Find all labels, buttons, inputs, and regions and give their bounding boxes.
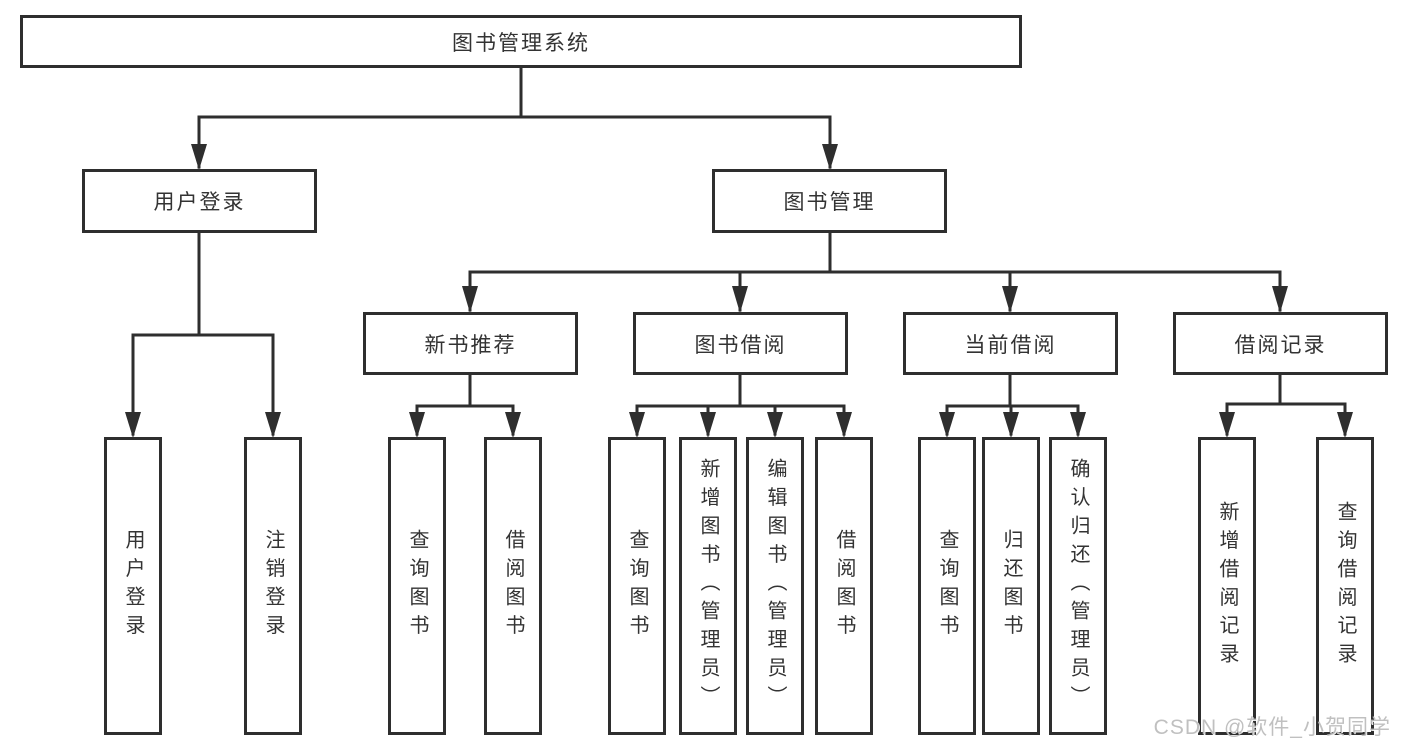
node-label: 查询图书 xyxy=(626,529,648,643)
connector-book-borrow-to-leaves xyxy=(635,373,846,436)
arrow-icon xyxy=(505,412,521,438)
node-label: 新增图书（管理员） xyxy=(697,458,719,714)
node-leaf-logout: 注销登录 xyxy=(244,437,302,735)
node-label: 新增借阅记录 xyxy=(1216,500,1238,672)
arrow-icon xyxy=(265,412,281,438)
node-leaf-query-books-1: 查询图书 xyxy=(388,437,446,735)
arrowheads xyxy=(125,144,1353,438)
node-leaf-query-books-3: 查询图书 xyxy=(918,437,976,735)
node-borrow-records: 借阅记录 xyxy=(1173,312,1388,375)
node-label: 借阅图书 xyxy=(502,529,524,643)
node-label: 借阅记录 xyxy=(1234,333,1327,357)
arrow-icon xyxy=(1337,412,1353,438)
arrow-icon xyxy=(1272,286,1288,313)
arrow-icon xyxy=(191,144,207,170)
connector-borrow-records-to-leaves xyxy=(1225,373,1347,436)
arrow-icon xyxy=(409,412,425,438)
node-label: 编辑图书（管理员） xyxy=(764,458,786,714)
node-root: 图书管理系统 xyxy=(20,15,1022,68)
node-label: 新书推荐 xyxy=(424,333,517,357)
node-leaf-borrow-books-2: 借阅图书 xyxy=(815,437,873,735)
arrow-icon xyxy=(836,412,852,438)
node-leaf-query-borrow-record: 查询借阅记录 xyxy=(1316,437,1374,735)
arrow-icon xyxy=(700,412,716,438)
connector-root-to-level2 xyxy=(197,66,832,169)
connector-new-books-to-leaves xyxy=(415,373,515,436)
connector-user-login-to-leaves xyxy=(131,231,275,436)
node-label: 当前借阅 xyxy=(964,333,1057,357)
node-leaf-confirm-return-admin: 确认归还（管理员） xyxy=(1049,437,1107,735)
node-leaf-borrow-books-1: 借阅图书 xyxy=(484,437,542,735)
arrow-icon xyxy=(1003,412,1019,438)
arrow-icon xyxy=(462,286,478,313)
node-label: 查询图书 xyxy=(406,529,428,643)
arrow-icon xyxy=(629,412,645,438)
node-label: 图书借阅 xyxy=(694,333,787,357)
arrow-icon xyxy=(767,412,783,438)
node-leaf-user-login: 用户登录 xyxy=(104,437,162,735)
node-label: 用户登录 xyxy=(122,529,144,643)
arrow-icon xyxy=(125,412,141,438)
arrow-icon xyxy=(1070,412,1086,438)
node-current-borrow: 当前借阅 xyxy=(903,312,1118,375)
node-label: 查询借阅记录 xyxy=(1334,500,1356,672)
node-book-management: 图书管理 xyxy=(712,169,947,233)
node-root-label: 图书管理系统 xyxy=(452,31,590,55)
node-label: 图书管理 xyxy=(783,191,876,214)
node-label: 确认归还（管理员） xyxy=(1067,458,1089,714)
node-leaf-add-books-admin: 新增图书（管理员） xyxy=(679,437,737,735)
arrow-icon xyxy=(732,286,748,313)
node-leaf-query-books-2: 查询图书 xyxy=(608,437,666,735)
arrow-icon xyxy=(822,144,838,170)
node-book-borrow: 图书借阅 xyxy=(633,312,848,375)
node-leaf-return-books: 归还图书 xyxy=(982,437,1040,735)
node-user-login-group: 用户登录 xyxy=(82,169,317,233)
node-label: 借阅图书 xyxy=(833,529,855,643)
node-label: 用户登录 xyxy=(153,191,246,214)
connector-book-mgmt-to-level3 xyxy=(468,231,1282,312)
csdn-watermark: CSDN @软件_小贺同学 xyxy=(1153,716,1391,739)
node-new-book-recommend: 新书推荐 xyxy=(363,312,578,375)
arrow-icon xyxy=(939,412,955,438)
node-label: 归还图书 xyxy=(1000,529,1022,643)
node-label: 查询图书 xyxy=(936,529,958,643)
node-leaf-add-borrow-record: 新增借阅记录 xyxy=(1198,437,1256,735)
arrow-icon xyxy=(1219,412,1235,438)
node-label: 注销登录 xyxy=(262,529,284,643)
node-leaf-edit-books-admin: 编辑图书（管理员） xyxy=(746,437,804,735)
arrow-icon xyxy=(1002,286,1018,313)
